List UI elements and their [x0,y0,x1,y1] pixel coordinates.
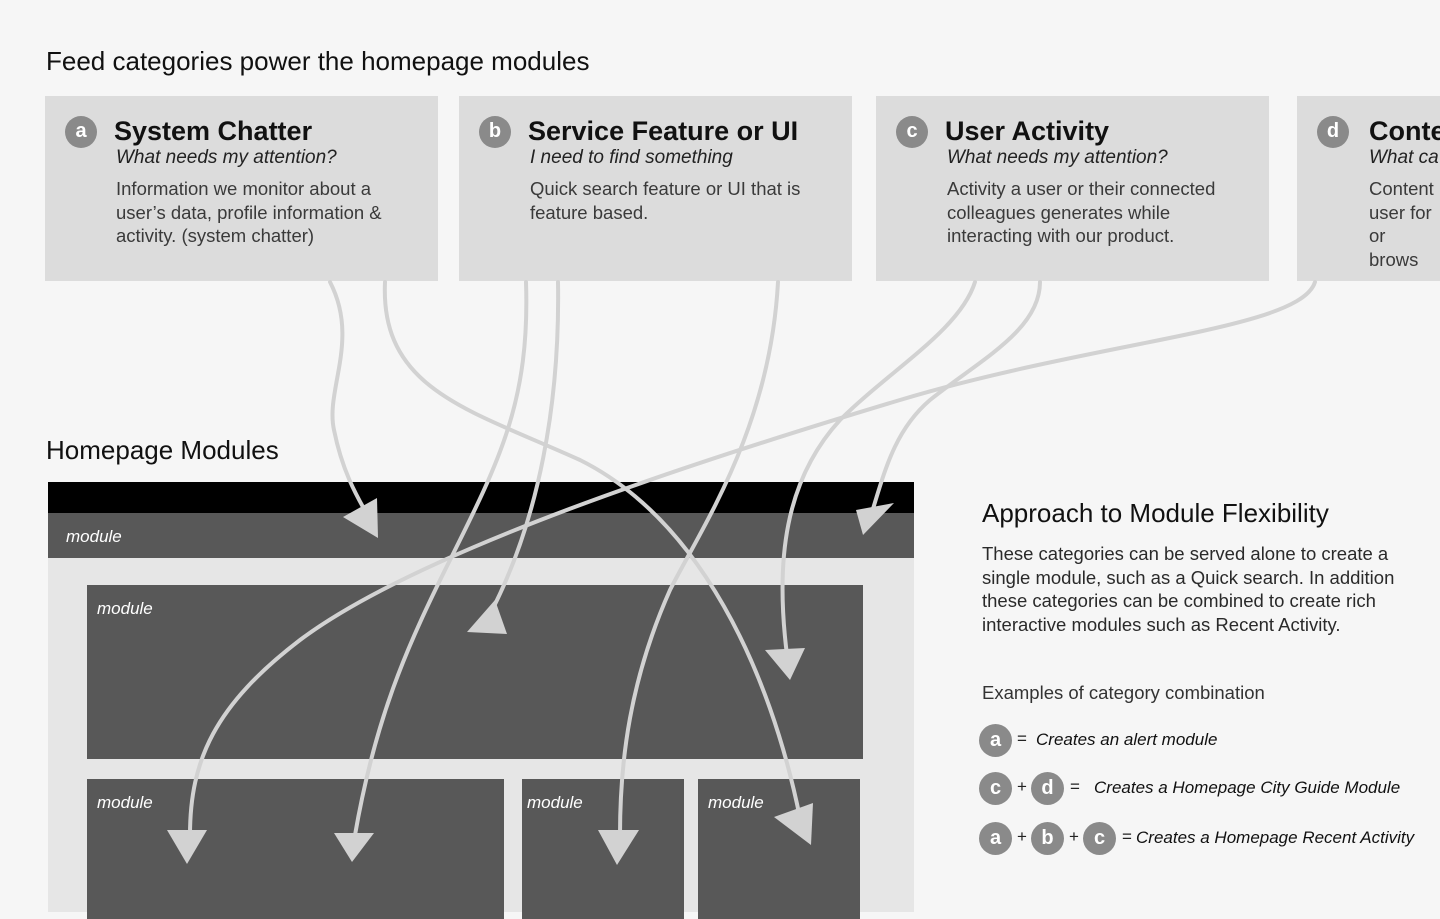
combo-chip: a [979,724,1012,757]
category-description: Quick search feature or UI that is featu… [530,178,801,223]
module-bottom-middle: module [522,779,684,919]
category-letter-badge: a [65,116,97,148]
equals-sign: = [1017,729,1027,748]
plus-sign: + [1017,777,1027,796]
combo-chip: a [979,822,1012,855]
connector-arrows [167,280,1317,865]
category-title: Conte [1369,116,1440,146]
category-card-b: b Service Feature or UI I need to find s… [459,96,852,281]
category-question: What ca [1369,147,1439,168]
combo-description: Creates an alert module [1036,730,1218,749]
arrowhead [765,648,805,680]
category-question: What needs my attention? [116,147,337,168]
module-label: module [97,793,153,812]
approach-title: Approach to Module Flexibility [982,498,1329,528]
module-label: module [97,599,153,618]
combo-chip: d [1031,772,1064,805]
module-label: module [66,527,122,546]
approach-body: These categories can be served alone to … [982,543,1395,635]
combo-chip: c [1083,822,1116,855]
category-description: Content user for or brows [1369,178,1434,270]
plus-sign: + [1069,827,1079,846]
combo-chip: b [1031,822,1064,855]
examples-title: Examples of category combination [982,682,1265,703]
arrow-d-to-bottom-left [188,280,1317,837]
equals-sign: = [1070,777,1080,796]
arrow-c-to-bottom-middle [618,280,780,837]
plus-sign: + [1017,827,1027,846]
arrow-a-to-bottom-right [382,280,802,820]
arrow-c-to-banner-right [870,280,1042,514]
arrowhead [167,830,207,864]
category-letter-badge: d [1317,116,1349,148]
arrowhead [467,600,507,634]
module-banner: module [48,513,914,558]
arrowhead [856,503,894,535]
arrow-a-to-banner [328,280,370,518]
category-question: I need to find something [530,147,733,168]
category-question: What needs my attention? [947,147,1168,168]
category-letter-badge: b [479,116,511,148]
combo-description: Creates a Homepage City Guide Module [1094,778,1401,797]
arrowhead [598,830,639,865]
arrow-b-to-large [486,280,561,620]
category-description: Information we monitor about a user’s da… [116,178,382,246]
category-title: Service Feature or UI [528,116,799,146]
page-heading: Feed categories power the homepage modul… [46,46,590,76]
category-title: System Chatter [114,116,313,146]
category-card-d: d Conte What ca Content user for or brow… [1297,96,1440,281]
category-description: Activity a user or their connected colle… [947,178,1216,246]
arrow-c-to-large-right [780,280,977,657]
category-title: User Activity [945,116,1110,146]
module-label: module [708,793,764,812]
module-label: module [527,793,583,812]
category-letter-badge: c [896,116,928,148]
arrow-b-to-bottom-mid-left [353,280,529,837]
category-card-c: c User Activity What needs my attention?… [876,96,1269,281]
arrowhead [334,833,374,862]
modules-heading: Homepage Modules [46,435,279,465]
equals-sign: = [1122,827,1132,846]
arrowhead [343,498,378,538]
combo-chip: c [979,772,1012,805]
combo-description: Creates a Homepage Recent Activity [1136,828,1415,847]
module-bottom-right: module [698,779,860,919]
arrowhead [774,803,813,845]
category-card-a: a System Chatter What needs my attention… [45,96,438,281]
module-bottom-left: module [87,779,504,919]
